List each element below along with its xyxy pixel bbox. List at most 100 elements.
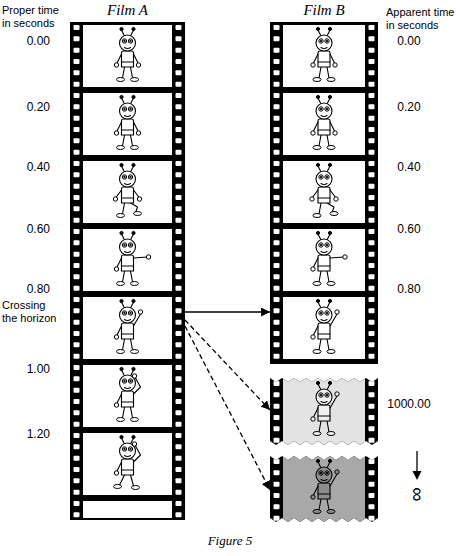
pupil bbox=[326, 40, 328, 42]
sprocket-hole bbox=[176, 512, 182, 517]
hand bbox=[114, 131, 118, 135]
body bbox=[122, 255, 134, 271]
pupil bbox=[130, 176, 132, 178]
sprocket-hole bbox=[74, 331, 80, 336]
film-frame bbox=[83, 229, 172, 291]
time-value: 0.60 bbox=[384, 223, 434, 237]
pupil bbox=[124, 40, 126, 42]
sprocket-hole bbox=[176, 172, 182, 177]
sprocket-hole bbox=[176, 229, 182, 234]
foot bbox=[117, 350, 125, 354]
sprocket-hole bbox=[176, 48, 182, 53]
hand bbox=[132, 374, 136, 378]
leg bbox=[327, 339, 329, 350]
sprocket-hole bbox=[274, 240, 280, 245]
sprocket-hole bbox=[274, 297, 280, 302]
sprocket-hole bbox=[176, 184, 182, 189]
sprocket-hole bbox=[274, 25, 280, 30]
film-frame bbox=[283, 93, 365, 155]
body bbox=[318, 51, 330, 67]
mouth bbox=[125, 48, 131, 49]
mouth bbox=[125, 456, 131, 457]
film-strip bbox=[270, 22, 378, 364]
sprocket-hole bbox=[274, 82, 280, 87]
leg bbox=[131, 67, 133, 78]
film-frame bbox=[283, 25, 365, 87]
sprocket-hole bbox=[369, 161, 375, 166]
foot bbox=[131, 350, 139, 354]
foot bbox=[131, 146, 139, 150]
sprocket-hole bbox=[176, 433, 182, 438]
sprocket-hole bbox=[369, 493, 375, 498]
antenna-tip bbox=[328, 459, 331, 462]
sprocket-hole bbox=[369, 218, 375, 223]
belt bbox=[318, 61, 330, 62]
body bbox=[318, 483, 330, 499]
sprocket-hole bbox=[274, 470, 280, 475]
sprocket-hole bbox=[369, 93, 375, 98]
sprocket-hole bbox=[274, 438, 280, 443]
sprocket-hole bbox=[274, 161, 280, 166]
foot bbox=[131, 78, 139, 82]
sprocket-hole bbox=[74, 490, 80, 495]
time-value: 0.00 bbox=[384, 35, 434, 49]
leg bbox=[123, 203, 125, 214]
sprocket-hole bbox=[176, 320, 182, 325]
pupil bbox=[124, 244, 126, 246]
sprocket-hole bbox=[176, 365, 182, 370]
infinity-symbol: ∞ bbox=[406, 482, 429, 508]
sprocket-hole bbox=[176, 82, 182, 87]
sprocket-hole bbox=[74, 161, 80, 166]
sprocket-hole bbox=[74, 388, 80, 393]
sprocket-hole bbox=[176, 25, 182, 30]
mouth bbox=[321, 116, 327, 117]
antenna-tip bbox=[120, 163, 123, 166]
sprocket-hole bbox=[74, 444, 80, 449]
sprocket-hole bbox=[74, 354, 80, 359]
sprocket-hole bbox=[369, 48, 375, 53]
hand bbox=[335, 470, 339, 474]
pupil bbox=[130, 40, 132, 42]
hand bbox=[114, 335, 118, 339]
body bbox=[318, 255, 330, 271]
leg bbox=[123, 407, 125, 418]
sprocket-hole bbox=[274, 93, 280, 98]
hand bbox=[311, 267, 315, 271]
hand bbox=[136, 63, 140, 67]
antenna-tip bbox=[132, 95, 135, 98]
body bbox=[318, 405, 330, 421]
belt bbox=[318, 333, 330, 334]
sprocket-hole bbox=[74, 59, 80, 64]
belt bbox=[122, 333, 134, 334]
belt bbox=[122, 469, 134, 470]
sprocket-hole bbox=[74, 342, 80, 347]
sprocket-hole bbox=[74, 25, 80, 30]
antenna-tip bbox=[132, 231, 135, 234]
body bbox=[318, 323, 330, 339]
film-strip: Film A bbox=[70, 22, 185, 520]
sprocket-hole bbox=[274, 218, 280, 223]
mouth bbox=[321, 320, 327, 321]
sprocket-hole bbox=[74, 116, 80, 121]
sprocket-hole bbox=[369, 286, 375, 291]
sprocket-hole bbox=[74, 365, 80, 370]
sprocket-hole bbox=[74, 138, 80, 143]
cartoon-figure bbox=[311, 27, 337, 81]
leg bbox=[319, 271, 321, 282]
sprocket-hole bbox=[176, 331, 182, 336]
foot bbox=[327, 282, 335, 286]
sprocket-hole bbox=[74, 172, 80, 177]
mouth bbox=[321, 480, 327, 481]
sprocket-hole bbox=[74, 286, 80, 291]
sprocket-hole bbox=[369, 116, 375, 121]
sprocket-hole bbox=[274, 308, 280, 313]
sprocket-hole bbox=[176, 444, 182, 449]
cartoon-figure bbox=[311, 299, 339, 353]
head bbox=[120, 239, 136, 255]
antenna-tip bbox=[316, 459, 319, 462]
sprocket-hole bbox=[274, 504, 280, 509]
eye bbox=[122, 39, 126, 43]
eye bbox=[319, 243, 323, 247]
sprocket-hole bbox=[176, 478, 182, 483]
sprocket-hole bbox=[369, 229, 375, 234]
